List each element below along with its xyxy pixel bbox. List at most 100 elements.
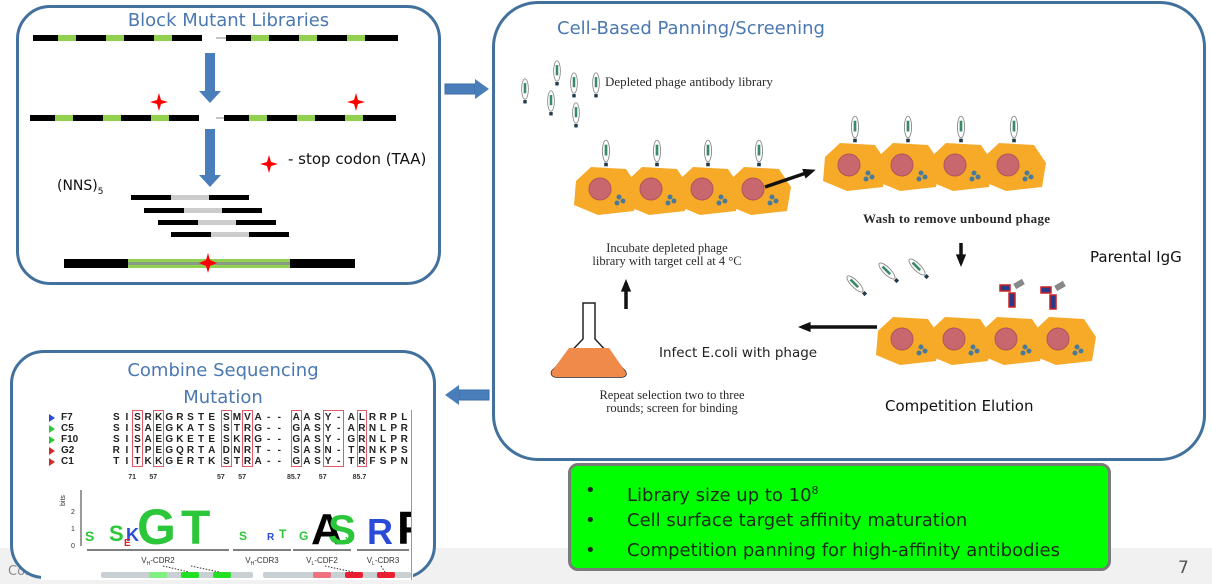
stop-codon-chain xyxy=(30,115,396,121)
block-mutant-panel: Block Mutant Libraries xyxy=(16,5,441,285)
clone-name: F7 xyxy=(61,412,73,423)
clone-name: F10 xyxy=(61,434,79,445)
residue: V xyxy=(244,412,251,423)
vh-cdr1-segment xyxy=(149,572,167,578)
residue: - xyxy=(277,445,281,456)
depleted-label: Depleted phage antibody library xyxy=(605,74,773,89)
feature-superscript: 8 xyxy=(811,484,819,497)
residue: S xyxy=(134,434,141,445)
residue: L xyxy=(358,412,365,423)
residue: R xyxy=(358,423,366,434)
conserved-column-box xyxy=(153,410,164,467)
residue: S xyxy=(112,434,120,445)
feature-item: •Library size up to 108 xyxy=(571,476,1108,506)
phage-icon xyxy=(703,139,713,167)
conserved-column-box xyxy=(322,410,344,467)
residue: N xyxy=(368,445,377,456)
connector-line xyxy=(324,565,354,573)
phage-icon xyxy=(547,90,555,116)
residue: A xyxy=(254,412,262,423)
up-arrow-icon-head xyxy=(620,279,632,292)
residue: P xyxy=(390,423,398,434)
right-arrow-icon xyxy=(444,79,489,99)
residue: S xyxy=(112,423,120,434)
residue: P xyxy=(144,445,152,456)
residue: S xyxy=(222,423,230,434)
phage-icon xyxy=(850,115,860,143)
logo-letter: R xyxy=(267,532,275,543)
residue: E xyxy=(155,423,163,434)
residue: - xyxy=(267,434,271,445)
conserved-column-box xyxy=(132,410,143,467)
residue: A xyxy=(303,423,311,434)
competition-elution-label: Competition Elution xyxy=(885,397,1034,415)
residue: A xyxy=(208,445,216,456)
panning-diagram xyxy=(521,60,1097,378)
residue: - xyxy=(337,445,341,456)
logo-axis-label: bits xyxy=(60,495,67,506)
residue: G xyxy=(292,423,301,434)
residue: - xyxy=(267,412,271,423)
incubate-label-line2: library with target cell at 4 °C xyxy=(592,254,742,268)
residue: T xyxy=(113,456,120,467)
vl-cdr2-segment xyxy=(345,572,363,578)
logo-letter: S xyxy=(239,529,247,543)
clone-marker-icon xyxy=(49,447,55,455)
residue: S xyxy=(222,434,230,445)
residue: E xyxy=(155,434,163,445)
residue: E xyxy=(208,434,216,445)
residue: G xyxy=(165,412,174,423)
residue: R xyxy=(176,412,184,423)
residue: N xyxy=(368,423,377,434)
residue: A xyxy=(347,423,355,434)
flask-icon xyxy=(550,302,627,378)
logo-letter: G xyxy=(299,529,308,543)
percent-label: 57 xyxy=(217,474,225,481)
residue: G xyxy=(292,456,301,467)
residue: G xyxy=(254,423,262,434)
template-chain xyxy=(33,35,398,41)
logo-letter: S xyxy=(85,528,94,544)
residue: K xyxy=(379,445,387,456)
vh-cdr3-segment xyxy=(213,572,231,578)
residue: A xyxy=(292,412,300,423)
percent-label: 85.7 xyxy=(287,474,301,481)
residue: - xyxy=(337,412,341,423)
residue: T xyxy=(198,423,205,434)
residue: K xyxy=(176,434,184,445)
logo-letter: S xyxy=(109,521,124,546)
residue: R xyxy=(144,412,152,423)
phage-icon xyxy=(572,102,580,128)
vl-cdr3-segment xyxy=(377,572,395,578)
phage-icon xyxy=(1009,115,1019,143)
vh-cdr2-segment xyxy=(181,572,199,578)
residue: R xyxy=(112,445,120,456)
residue: L xyxy=(380,434,387,445)
residue: E xyxy=(155,445,163,456)
wash-label: Wash to remove unbound phage xyxy=(863,211,1051,226)
residue: A xyxy=(347,412,355,423)
percent-label: 57 xyxy=(318,474,327,481)
residue: E xyxy=(208,412,216,423)
conserved-column-box xyxy=(221,410,232,467)
residue: D xyxy=(222,445,230,456)
phage-icon xyxy=(521,78,529,104)
region-label: VL-CDF2 xyxy=(306,556,338,567)
residue: P xyxy=(390,445,398,456)
residue: E xyxy=(176,456,184,467)
repeat-label-line2: rounds; screen for binding xyxy=(606,401,738,415)
residue: T xyxy=(348,456,355,467)
residue: K xyxy=(155,456,163,467)
residue: R xyxy=(400,434,408,445)
residue: T xyxy=(198,412,205,423)
clone-marker-icon xyxy=(49,436,55,444)
left-arrow-icon xyxy=(445,385,490,405)
nns-label: (NNS)5 xyxy=(57,178,104,197)
residue: K xyxy=(144,456,152,467)
percent-label: 57 xyxy=(238,474,246,481)
clone-name: C5 xyxy=(61,423,74,434)
parental-igg-label: Parental IgG xyxy=(1090,248,1182,266)
logo-letter: K xyxy=(126,525,139,545)
residue: - xyxy=(337,456,341,467)
phage-icon xyxy=(903,115,913,143)
